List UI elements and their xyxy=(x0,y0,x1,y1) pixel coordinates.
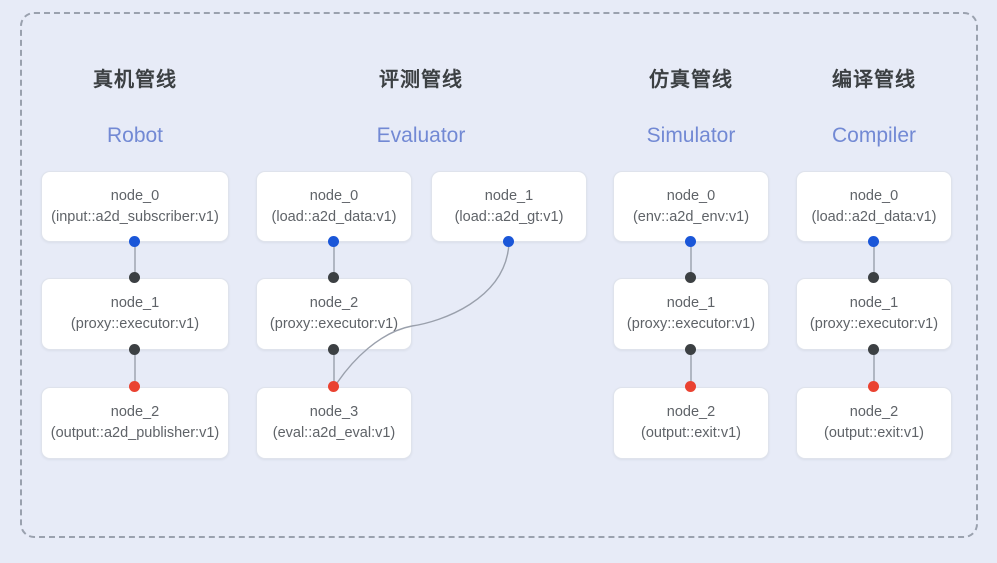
port-output-evaluator-0[interactable] xyxy=(328,236,339,247)
node-name: node_1 xyxy=(666,295,716,311)
node-compiler-0[interactable]: node_0 (load::a2d_data:v1) xyxy=(796,171,952,242)
node-name: node_1 xyxy=(110,295,160,311)
node-type: (load::a2d_gt:v1) xyxy=(454,208,564,225)
node-type: (proxy::executor:v1) xyxy=(626,316,756,332)
column-title-cn-simulator: 仿真管线 xyxy=(649,69,733,91)
node-type: (output::exit:v1) xyxy=(824,425,924,441)
port-input-compiler-1[interactable] xyxy=(868,272,879,283)
node-compiler-1[interactable]: node_1 (proxy::executor:v1) xyxy=(796,278,952,350)
node-robot-1[interactable]: node_1 (proxy::executor:v1) xyxy=(41,278,229,350)
column-title-cn-compiler: 编译管线 xyxy=(832,69,916,91)
node-evaluator-0[interactable]: node_0 (load::a2d_data:v1) xyxy=(256,171,412,242)
port-output-simulator-0[interactable] xyxy=(685,236,696,247)
port-output-robot-0[interactable] xyxy=(129,236,140,247)
column-title-en-compiler: Compiler xyxy=(831,124,917,147)
node-name: node_2 xyxy=(666,404,716,420)
node-type: (eval::a2d_eval:v1) xyxy=(272,425,396,441)
node-name: node_0 xyxy=(666,187,716,204)
port-input-robot-1[interactable] xyxy=(129,272,140,283)
node-type: (input::a2d_subscriber:v1) xyxy=(51,208,219,225)
node-simulator-0[interactable]: node_0 (env::a2d_env:v1) xyxy=(613,171,769,242)
port-input-compiler-2[interactable] xyxy=(868,381,879,392)
node-robot-2[interactable]: node_2 (output::a2d_publisher:v1) xyxy=(41,387,229,459)
port-output-simulator-1[interactable] xyxy=(685,344,696,355)
node-robot-0[interactable]: node_0 (input::a2d_subscriber:v1) xyxy=(41,171,229,242)
port-input-robot-2[interactable] xyxy=(129,381,140,392)
node-name: node_1 xyxy=(849,295,899,311)
node-name: node_0 xyxy=(110,187,160,204)
node-evaluator-2[interactable]: node_2 (proxy::executor:v1) xyxy=(256,278,412,350)
node-name: node_2 xyxy=(849,404,899,420)
node-simulator-1[interactable]: node_1 (proxy::executor:v1) xyxy=(613,278,769,350)
node-evaluator-3[interactable]: node_3 (eval::a2d_eval:v1) xyxy=(256,387,412,459)
column-title-en-robot: Robot xyxy=(106,124,164,147)
node-name: node_3 xyxy=(309,404,359,420)
node-name: node_1 xyxy=(484,187,534,204)
port-input-evaluator-3[interactable] xyxy=(328,381,339,392)
node-name: node_0 xyxy=(849,187,899,204)
column-title-en-evaluator: Evaluator xyxy=(376,124,466,147)
port-output-compiler-1[interactable] xyxy=(868,344,879,355)
column-title-cn-evaluator: 评测管线 xyxy=(379,69,463,91)
port-output-compiler-0[interactable] xyxy=(868,236,879,247)
node-name: node_2 xyxy=(309,295,359,311)
node-type: (output::exit:v1) xyxy=(641,425,741,441)
pipeline-group-frame xyxy=(20,12,978,538)
node-name: node_0 xyxy=(309,187,359,204)
node-type: (proxy::executor:v1) xyxy=(809,316,939,332)
node-evaluator-1-gt[interactable]: node_1 (load::a2d_gt:v1) xyxy=(431,171,587,242)
node-type: (load::a2d_data:v1) xyxy=(271,208,397,225)
port-input-simulator-1[interactable] xyxy=(685,272,696,283)
node-type: (env::a2d_env:v1) xyxy=(632,208,750,225)
column-title-en-simulator: Simulator xyxy=(646,124,736,147)
node-type: (output::a2d_publisher:v1) xyxy=(50,425,220,441)
port-output-evaluator-1-gt[interactable] xyxy=(503,236,514,247)
node-name: node_2 xyxy=(110,404,160,420)
port-output-evaluator-2[interactable] xyxy=(328,344,339,355)
node-type: (proxy::executor:v1) xyxy=(269,316,399,332)
node-compiler-2[interactable]: node_2 (output::exit:v1) xyxy=(796,387,952,459)
node-type: (load::a2d_data:v1) xyxy=(811,208,937,225)
node-type: (proxy::executor:v1) xyxy=(70,316,200,332)
port-output-robot-1[interactable] xyxy=(129,344,140,355)
column-title-cn-robot: 真机管线 xyxy=(93,69,177,91)
port-input-simulator-2[interactable] xyxy=(685,381,696,392)
node-simulator-2[interactable]: node_2 (output::exit:v1) xyxy=(613,387,769,459)
port-input-evaluator-2[interactable] xyxy=(328,272,339,283)
